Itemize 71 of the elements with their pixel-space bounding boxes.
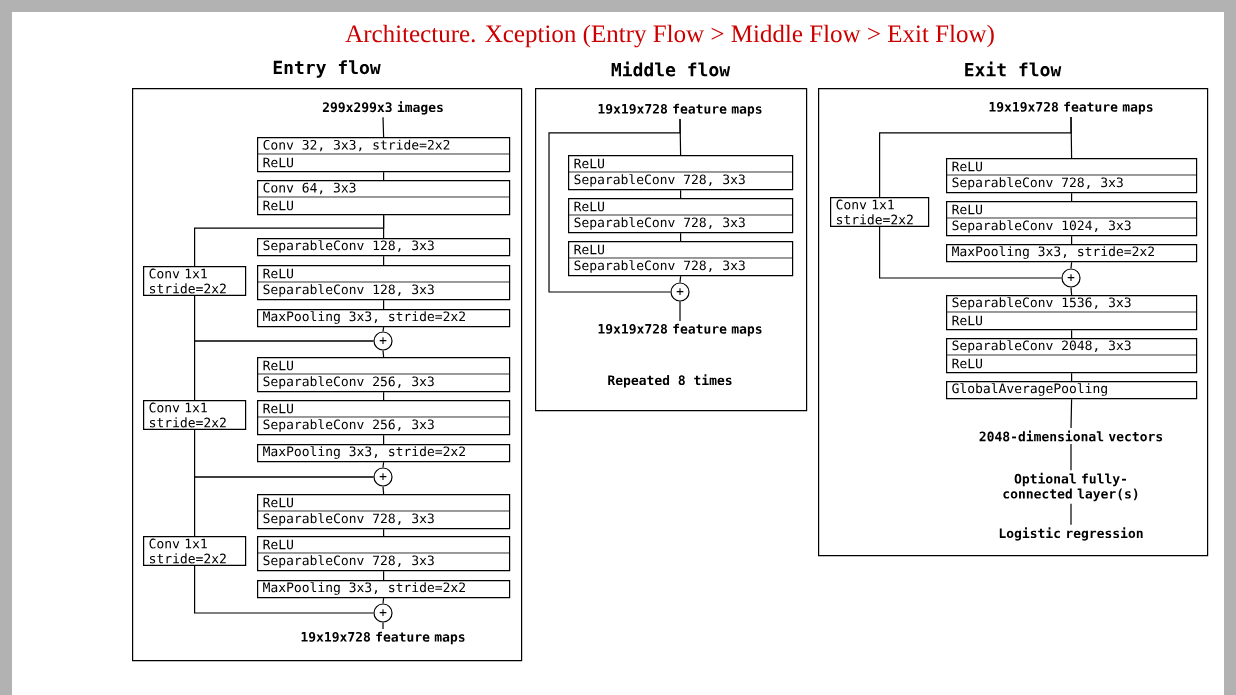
connector-line: [383, 391, 385, 401]
connector-line: [382, 622, 384, 630]
connector-line: [1070, 261, 1073, 269]
connector-line: [879, 226, 1062, 279]
layer-box: ReLU SeparableConv 728, 3x3: [256, 494, 511, 530]
layer-box: ReLU SeparableConv 728, 3x3: [567, 155, 794, 191]
layer-box: Conv 1x1 stride=2x2: [143, 266, 247, 297]
title: Architecture. Xception (Entry Flow > Middle Flow > Exit Flow): [345, 24, 994, 48]
connector-line: [879, 116, 1072, 198]
node-label: Entry flow: [273, 60, 381, 78]
layer-box: Conv 32, 3x3, stride=2x2 ReLU: [256, 137, 511, 173]
layer-box: Conv 64, 3x3 ReLU: [256, 180, 511, 216]
layer-box: ReLU SeparableConv 256, 3x3: [256, 357, 511, 393]
connector-line: [1070, 287, 1073, 296]
layer-box: SeparableConv 128, 3x3: [257, 238, 511, 257]
connector-line: [679, 301, 681, 322]
layer-box: Conv 1x1 stride=2x2: [143, 536, 247, 567]
data-label: 19x19x728 feature maps: [598, 323, 762, 337]
layer-box: SeparableConv 1536, 3x3 ReLU: [945, 295, 1198, 331]
connector-line: [382, 116, 385, 138]
connector-line: [1071, 192, 1073, 202]
connector-line: [194, 476, 374, 537]
connector-line: [382, 350, 385, 358]
connector-line: [382, 326, 385, 332]
data-label: Optional fully-connected layer(s): [1003, 472, 1138, 502]
connector-line: [382, 597, 385, 604]
connector-line: [194, 565, 374, 614]
layer-box: ReLU SeparableConv 256, 3x3: [256, 400, 511, 436]
layer-box: SeparableConv 2048, 3x3 ReLU: [945, 338, 1198, 374]
note-text: Repeated 8 times: [608, 374, 732, 388]
connector-line: [679, 275, 682, 283]
node-label: Exit flow: [965, 61, 1062, 77]
connector-line: [1071, 372, 1073, 382]
data-label: Logistic regression: [999, 527, 1143, 541]
connector-line: [383, 255, 385, 266]
layer-box: ReLU SeparableConv 728, 3x3: [256, 536, 511, 572]
connector-line: [680, 189, 682, 199]
layer-box: ReLU SeparableConv 1024, 3x3: [945, 201, 1198, 237]
data-label: 299x299x3 images: [322, 101, 443, 115]
connector-line: [1071, 329, 1073, 339]
node-label: Middle flow: [611, 61, 731, 77]
connector-line: [1071, 235, 1073, 245]
layer-box: Conv 1x1 stride=2x2: [830, 197, 930, 228]
layer-box: MaxPooling 3x3, stride=2x2: [257, 309, 511, 328]
data-label: 2048-dimensional vectors: [979, 430, 1163, 442]
data-label: 19x19x728 feature maps: [598, 103, 762, 117]
connector-line: [1070, 443, 1072, 471]
connector-line: [194, 214, 385, 267]
connector-line: [383, 434, 385, 445]
layer-box: GlobalAveragePooling: [946, 381, 1198, 400]
connector-line: [383, 299, 385, 310]
connector-line: [1070, 503, 1072, 526]
data-label: 19x19x728 feature maps: [301, 631, 465, 645]
layer-box: ReLU SeparableConv 128, 3x3: [256, 265, 511, 301]
connector-line: [382, 486, 385, 495]
connector-line: [548, 118, 681, 293]
connector-line: [383, 528, 385, 537]
connector-line: [383, 570, 385, 581]
layer-box: MaxPooling 3x3, stride=2x2: [946, 244, 1198, 263]
connector-line: [382, 461, 385, 468]
connector-line: [194, 340, 374, 401]
layer-box: Conv 1x1 stride=2x2: [143, 400, 247, 431]
layer-box: MaxPooling 3x3, stride=2x2: [257, 580, 511, 599]
connector-line: [1070, 398, 1073, 429]
layer-box: ReLU SeparableConv 728, 3x3: [567, 198, 794, 234]
layer-box: ReLU SeparableConv 728, 3x3: [945, 158, 1198, 194]
connector-line: [383, 171, 385, 181]
data-label: 19x19x728 feature maps: [989, 101, 1153, 115]
layer-box: MaxPooling 3x3, stride=2x2: [257, 444, 511, 463]
connector-line: [680, 232, 682, 242]
layer-box: ReLU SeparableConv 728, 3x3: [567, 241, 794, 277]
